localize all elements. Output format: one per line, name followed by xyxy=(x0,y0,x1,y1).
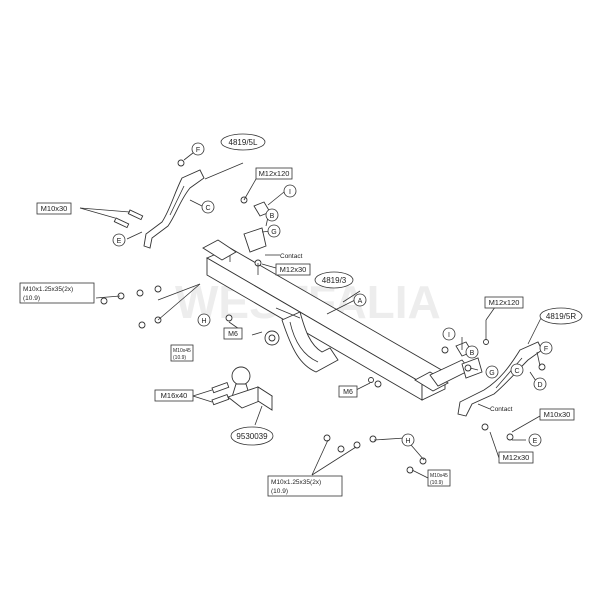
svg-text:B: B xyxy=(270,213,275,220)
svg-text:M10x45: M10x45 xyxy=(430,473,448,479)
svg-text:(10.9): (10.9) xyxy=(430,480,443,486)
left-side-bracket xyxy=(143,169,205,249)
callout-e-left: E xyxy=(112,233,126,247)
svg-text:H: H xyxy=(201,318,206,325)
label-m10x45-left: M10x45 (10.9) xyxy=(170,344,194,362)
label-contact-left: Contact xyxy=(280,253,303,260)
callout-i-right: I xyxy=(442,327,456,341)
left-top-bracket xyxy=(243,201,271,253)
label-m16x40: M16x40 xyxy=(154,389,194,402)
callout-i-left: I xyxy=(283,184,297,198)
svg-text:Contact: Contact xyxy=(280,253,303,260)
label-m10x125-right: M10x1.25x35(2x) (10.9) xyxy=(267,475,343,497)
label-m12x120-left: M12x120 xyxy=(255,167,293,180)
svg-text:E: E xyxy=(533,438,538,445)
callout-c-right: C xyxy=(510,363,524,377)
callout-f-right: F xyxy=(539,341,553,355)
svg-text:M12x120: M12x120 xyxy=(489,298,520,307)
fasteners xyxy=(100,159,546,474)
callout-e-right: E xyxy=(528,433,542,447)
label-4819-5r: 4819/5R xyxy=(539,307,583,325)
svg-text:Contact: Contact xyxy=(490,406,513,413)
svg-text:9530039: 9530039 xyxy=(236,432,268,441)
svg-text:D: D xyxy=(537,382,542,389)
callout-b-left: B xyxy=(265,208,279,222)
svg-text:M6: M6 xyxy=(343,389,353,396)
label-m12x30-left: M12x30 xyxy=(275,263,311,276)
svg-text:(10.9): (10.9) xyxy=(23,295,40,302)
callout-b-right: B xyxy=(465,345,479,359)
right-side-bracket xyxy=(457,341,543,417)
svg-text:E: E xyxy=(117,238,122,245)
label-m6-right: M6 xyxy=(338,385,358,398)
label-m10x125-left: M10x1.25x35(2x) (10.9) xyxy=(19,282,95,304)
svg-text:M10x1.25x35(2x): M10x1.25x35(2x) xyxy=(23,286,73,293)
svg-text:I: I xyxy=(448,332,450,339)
svg-text:M12x30: M12x30 xyxy=(503,453,530,462)
callout-h-right: H xyxy=(401,433,415,447)
label-m10x30-right: M10x30 xyxy=(539,408,575,421)
svg-text:I: I xyxy=(289,189,291,196)
svg-text:G: G xyxy=(271,229,276,236)
svg-text:(10.9): (10.9) xyxy=(271,488,288,495)
svg-text:M10x45: M10x45 xyxy=(173,348,191,354)
callout-g-right: G xyxy=(485,365,499,379)
label-contact-right: Contact xyxy=(490,406,513,413)
svg-text:M10x30: M10x30 xyxy=(41,204,68,213)
crossbar-4819-3 xyxy=(202,239,471,401)
label-9530039: 9530039 xyxy=(230,426,274,446)
label-m6-left: M6 xyxy=(223,327,243,340)
svg-text:G: G xyxy=(489,370,494,377)
callout-g-left: G xyxy=(267,224,281,238)
svg-text:4819/5R: 4819/5R xyxy=(546,312,576,321)
svg-text:M6: M6 xyxy=(228,331,238,338)
callout-a: A xyxy=(353,293,367,307)
label-m12x120-right: M12x120 xyxy=(484,296,524,309)
ball-mount-neck xyxy=(264,307,339,373)
label-m10x45-right: M10x45 (10.9) xyxy=(427,469,451,487)
svg-text:M12x30: M12x30 xyxy=(280,265,307,274)
label-m10x30-left: M10x30 xyxy=(36,202,72,215)
callout-d: D xyxy=(533,377,547,391)
svg-text:F: F xyxy=(196,147,200,154)
svg-text:B: B xyxy=(470,350,475,357)
svg-text:4819/3: 4819/3 xyxy=(322,276,347,285)
label-m12x30-right: M12x30 xyxy=(498,451,534,464)
svg-text:M12x120: M12x120 xyxy=(259,169,290,178)
callout-f-left: F xyxy=(191,142,205,156)
svg-text:M10x1.25x35(2x): M10x1.25x35(2x) xyxy=(271,479,321,486)
svg-text:A: A xyxy=(358,298,363,305)
svg-text:C: C xyxy=(514,368,519,375)
callout-c-left: C xyxy=(201,200,215,214)
leader-lines xyxy=(79,148,542,479)
label-4819-3: 4819/3 xyxy=(314,271,354,289)
svg-text:M16x40: M16x40 xyxy=(161,391,188,400)
label-4819-5l: 4819/5L xyxy=(220,133,266,151)
svg-text:C: C xyxy=(205,205,210,212)
svg-text:H: H xyxy=(405,438,410,445)
callout-h-left: H xyxy=(197,313,211,327)
svg-text:(10.9): (10.9) xyxy=(173,355,186,361)
tow-ball xyxy=(227,366,273,411)
svg-text:M10x30: M10x30 xyxy=(544,410,571,419)
svg-text:4819/5L: 4819/5L xyxy=(229,138,258,147)
svg-text:F: F xyxy=(544,346,548,353)
